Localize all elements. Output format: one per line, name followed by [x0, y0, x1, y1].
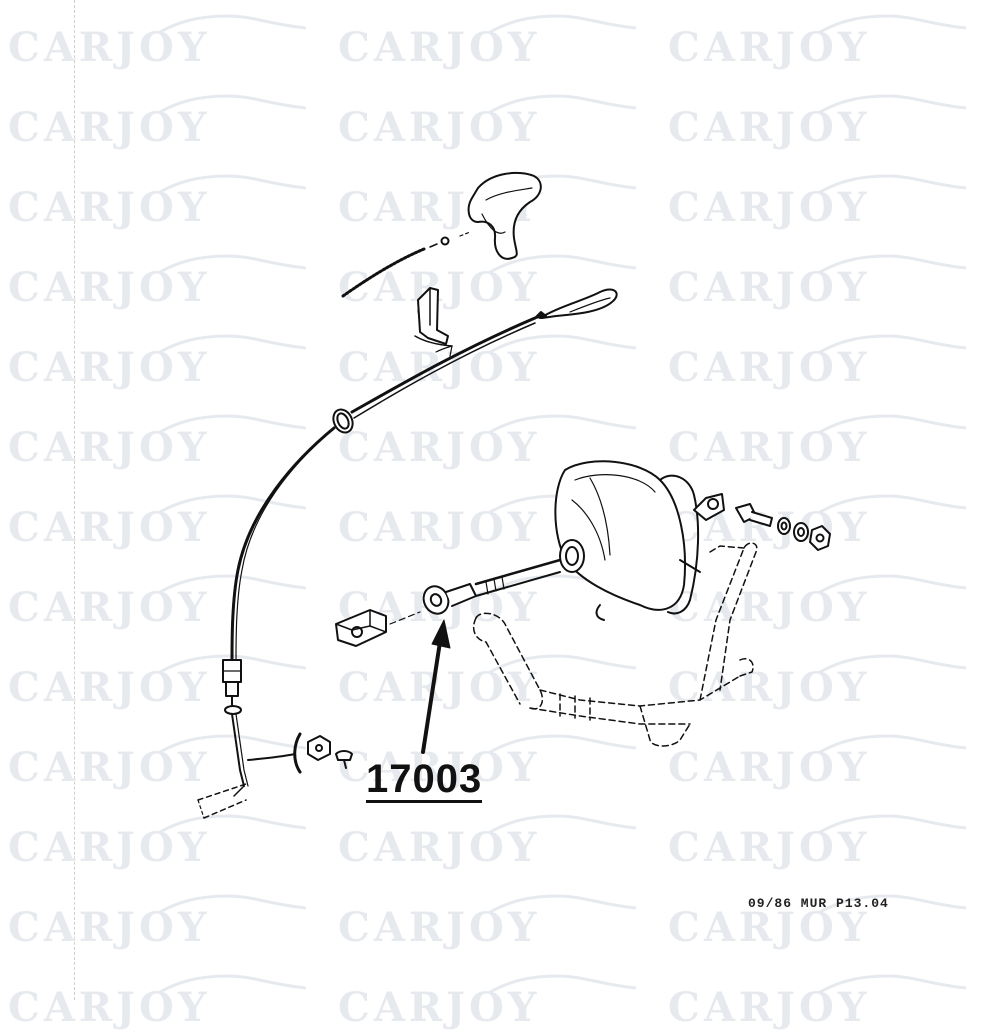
exploded-parts-drawing	[197, 171, 831, 819]
watermark-car-icon	[819, 254, 967, 274]
watermark-text: CARJOY	[668, 584, 871, 631]
watermark-car-icon	[489, 814, 637, 834]
watermark-text: CARJOY	[8, 24, 211, 71]
cable-loop-icon	[534, 288, 618, 319]
watermark-car-icon	[159, 14, 307, 34]
watermark-car-icon	[159, 94, 307, 114]
watermark-text: CARJOY	[668, 824, 871, 871]
watermark-text: CARJOY	[8, 184, 211, 231]
watermark-car-icon	[819, 734, 967, 754]
watermark-car-icon	[819, 414, 967, 434]
watermark-car-icon	[159, 254, 307, 274]
watermark-car-icon	[159, 574, 307, 594]
watermark-car-icon	[489, 734, 637, 754]
watermark-car-icon	[159, 494, 307, 514]
watermark-text: CARJOY	[668, 664, 871, 711]
watermark-text: CARJOY	[668, 344, 871, 391]
watermark-car-icon	[159, 654, 307, 674]
watermark-text: CARJOY	[668, 744, 871, 791]
watermark-text: CARJOY	[338, 904, 541, 951]
throttle-linkage-icon	[472, 542, 758, 747]
swivel-block-icon	[335, 609, 421, 647]
watermark-car-icon	[489, 974, 637, 994]
watermark-text: CARJOY	[338, 664, 541, 711]
watermark-text: CARJOY	[8, 584, 211, 631]
watermark-text: CARJOY	[8, 504, 211, 551]
watermark-car-icon	[819, 174, 967, 194]
watermark-text: CARJOY	[668, 424, 871, 471]
watermark-car-icon	[819, 94, 967, 114]
watermark-text: CARJOY	[338, 24, 541, 71]
part-number-label: 17003	[366, 757, 483, 803]
watermark-car-icon	[489, 254, 637, 274]
watermark-car-icon	[489, 14, 637, 34]
scan-margin-line	[74, 0, 75, 1000]
watermark-text: CARJOY	[338, 344, 541, 391]
watermark-text: CARJOY	[668, 24, 871, 71]
t-handle-knob-icon	[341, 171, 542, 298]
watermark-car-icon	[819, 574, 967, 594]
watermark-car-icon	[489, 654, 637, 674]
watermark-car-icon	[489, 94, 637, 114]
watermark-car-icon	[819, 814, 967, 834]
watermark-car-icon	[819, 894, 967, 914]
vacuum-actuator-icon	[554, 460, 725, 621]
watermark-car-icon	[159, 734, 307, 754]
watermark-text: CARJOY	[8, 744, 211, 791]
watermark-text: CARJOY	[338, 824, 541, 871]
watermark-car-icon	[489, 414, 637, 434]
bolt-washer-nut-icon	[735, 503, 831, 551]
watermark-car-icon	[159, 814, 307, 834]
watermark-car-icon	[489, 334, 637, 354]
watermark-car-icon	[819, 334, 967, 354]
watermark-text: CARJOY	[8, 824, 211, 871]
watermark-text: CARJOY	[338, 104, 541, 151]
callout-arrow-icon	[421, 619, 451, 754]
watermark-text: CARJOY	[668, 264, 871, 311]
watermark-car-icon	[159, 334, 307, 354]
watermark-text: CARJOY	[668, 904, 871, 951]
watermark-car-icon	[159, 974, 307, 994]
rod-end-icon	[422, 558, 562, 615]
watermark-car-icon	[159, 414, 307, 434]
watermark-text: CARJOY	[8, 424, 211, 471]
watermark-car-icon	[159, 174, 307, 194]
reference-code-label: 09/86 MUR P13.04	[748, 896, 889, 911]
watermark-text: CARJOY	[8, 344, 211, 391]
mounting-bracket-icon	[414, 287, 453, 347]
diagram-canvas: CARJOY CARJOY CARJOY CARJOY CARJOY CARJOY CARJ…	[8, 0, 967, 1028]
watermark-text: CARJOY	[8, 664, 211, 711]
watermark-car-icon	[819, 654, 967, 674]
watermark-car-icon	[819, 14, 967, 34]
watermark-text: CARJOY	[8, 264, 211, 311]
watermark-text: CARJOY	[338, 744, 541, 791]
watermark-text: CARJOY	[8, 104, 211, 151]
watermark-text: CARJOY	[668, 104, 871, 151]
watermark-text: CARJOY	[8, 904, 211, 951]
watermark-car-icon	[159, 894, 307, 914]
watermark-car-icon	[819, 974, 967, 994]
watermark-text: CARJOY	[338, 504, 541, 551]
control-cable-icon	[197, 316, 537, 819]
cable-clamp-icon	[307, 735, 353, 769]
watermark-car-icon	[819, 494, 967, 514]
watermark-car-icon	[489, 894, 637, 914]
watermark-text: CARJOY	[338, 424, 541, 471]
watermark-text: CARJOY	[668, 184, 871, 231]
